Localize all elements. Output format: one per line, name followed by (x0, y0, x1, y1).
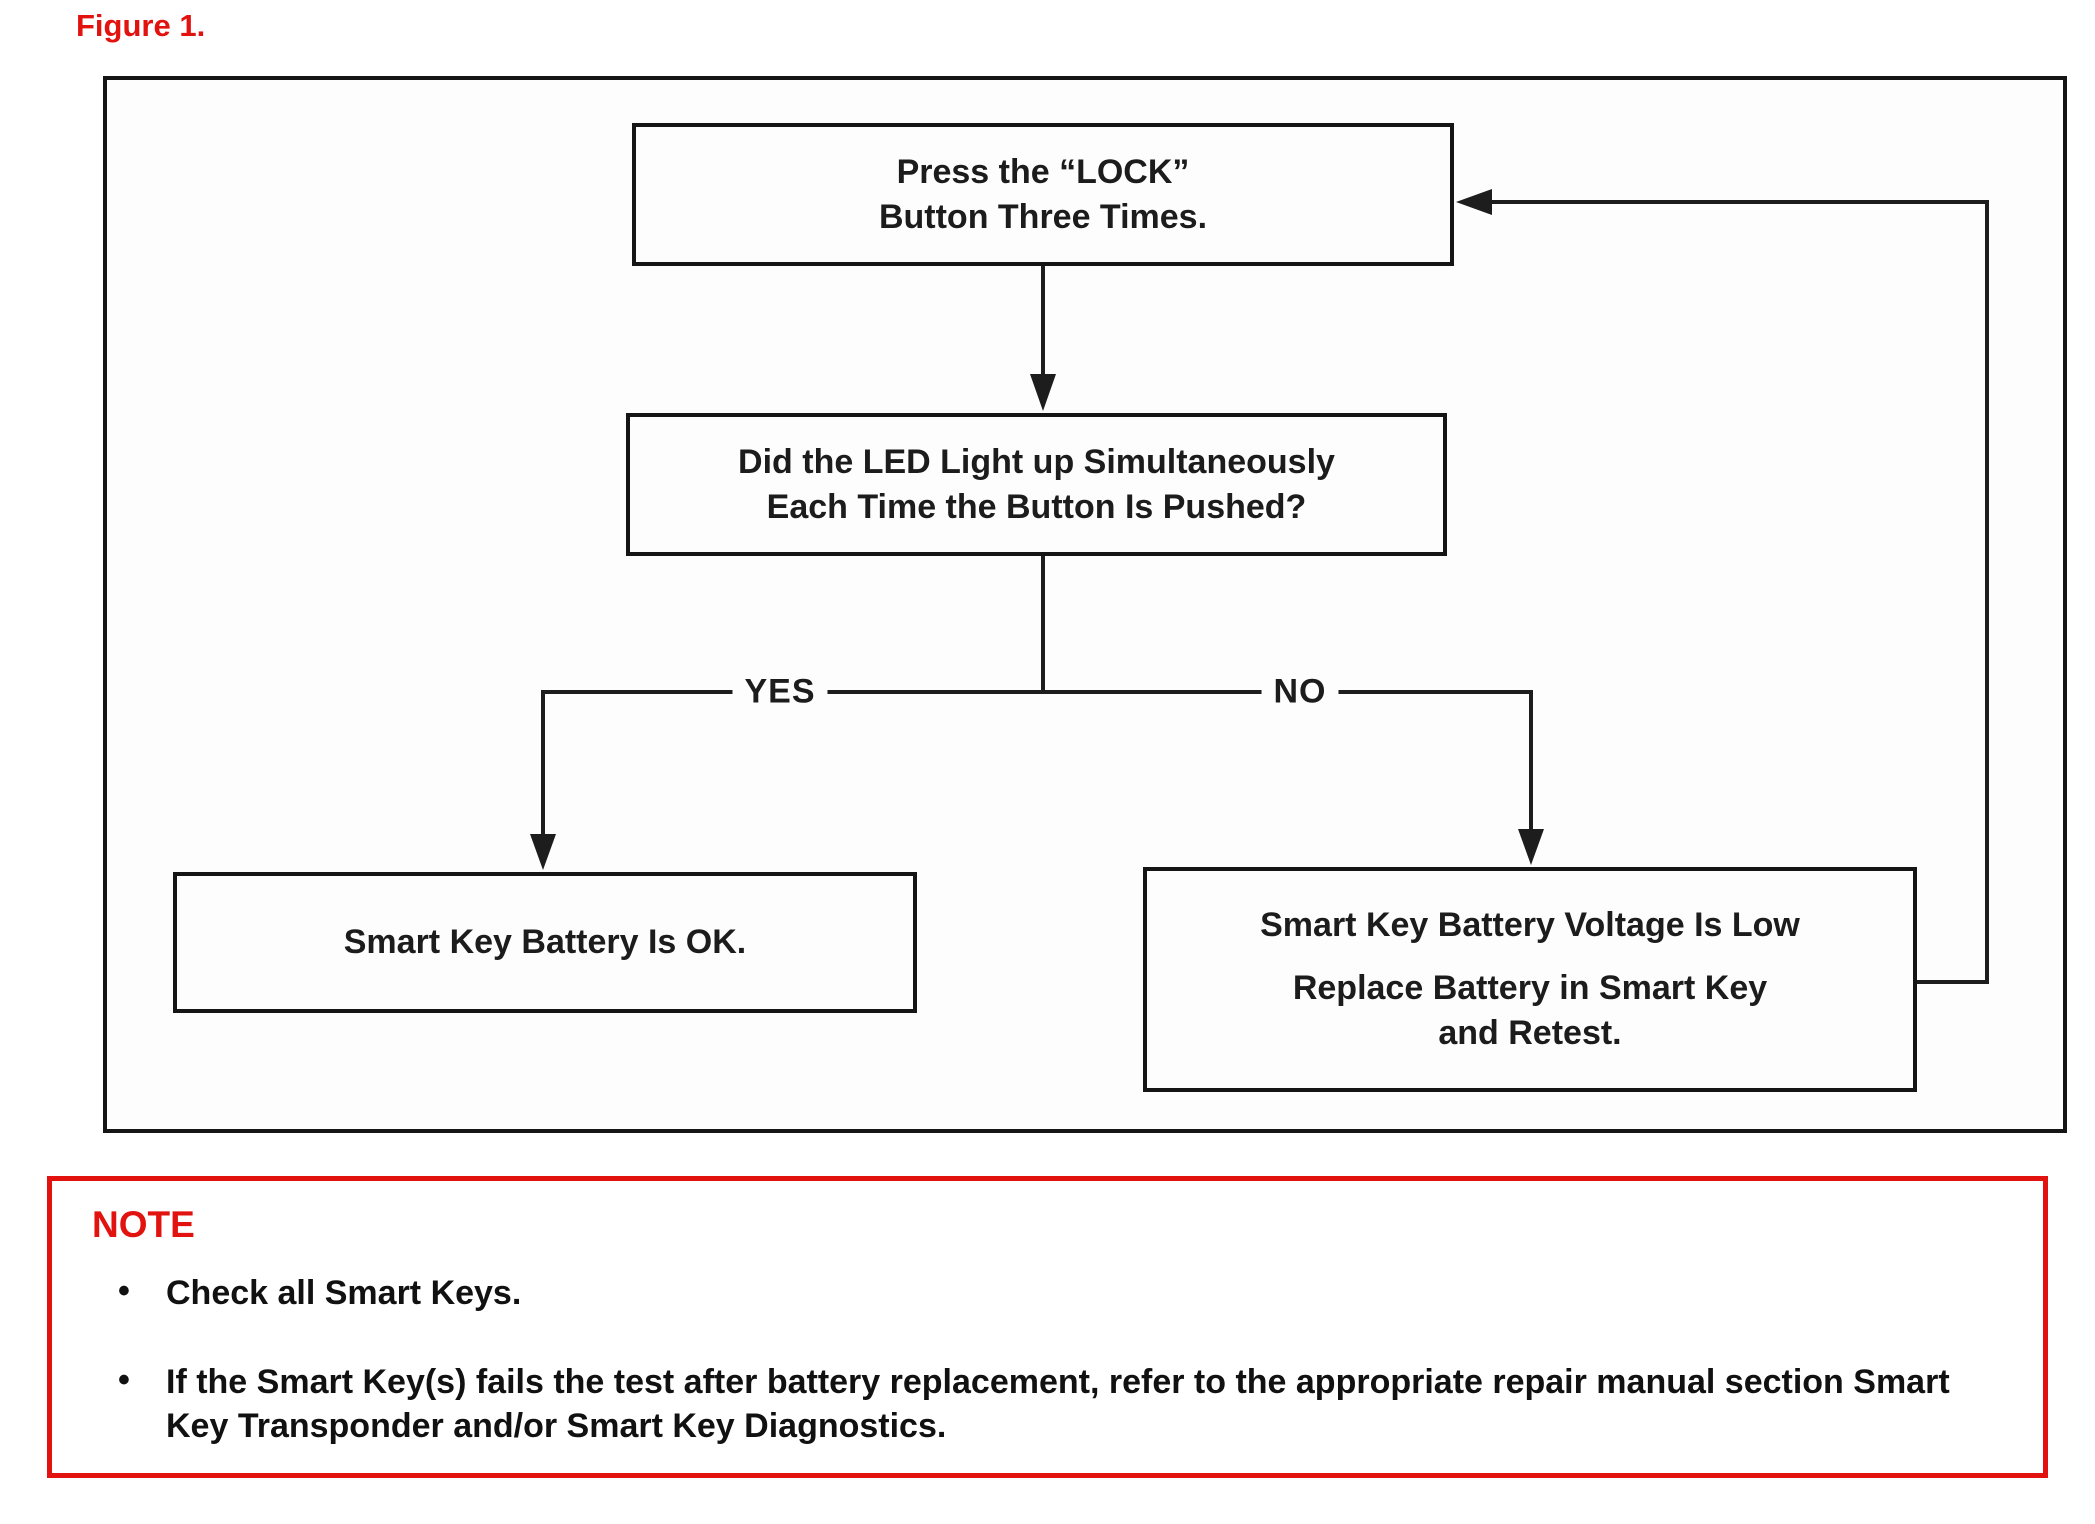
flow-node-battery-low: Smart Key Battery Voltage Is Low Replace… (1143, 867, 1917, 1092)
flow-node-led-question: Did the LED Light up Simultaneously Each… (626, 413, 1447, 556)
flow-node-text: Smart Key Battery Is OK. (343, 923, 747, 962)
arrowhead-down-icon (1518, 829, 1544, 865)
branch-label-no: NO (1261, 672, 1339, 712)
flow-node-text: Each Time the Button Is Pushed? (766, 487, 1307, 526)
flow-node-text: and Retest. (1438, 1013, 1622, 1052)
arrowhead-down-icon (530, 834, 556, 870)
note-heading: NOTE (92, 1204, 195, 1245)
branch-label-yes: YES (732, 672, 828, 712)
note-bullet-list: Check all Smart Keys. If the Smart Key(s… (92, 1270, 2003, 1449)
connector-retest-feedback-loop (1456, 189, 1989, 984)
note-bullet-item: Check all Smart Keys. (92, 1270, 2003, 1316)
note-callout: NOTE Check all Smart Keys. If the Smart … (47, 1176, 2048, 1478)
figure-caption: Figure 1. (76, 8, 206, 43)
note-bullet-item: If the Smart Key(s) fails the test after… (92, 1359, 2003, 1448)
flowchart-connectors (530, 189, 1989, 984)
flow-node-battery-ok: Smart Key Battery Is OK. (173, 872, 917, 1013)
flow-node-text: Button Three Times. (878, 197, 1208, 236)
arrowhead-down-icon (1030, 374, 1056, 411)
arrowhead-left-icon (1456, 189, 1492, 215)
connector-press-to-led (1030, 264, 1056, 411)
connector-yes-branch (530, 690, 556, 870)
flowchart-frame: Press the “LOCK” Button Three Times. Did… (103, 76, 2067, 1133)
flow-node-text: Replace Battery in Smart Key (1292, 969, 1768, 1008)
flow-node-text: Press the “LOCK” (896, 152, 1190, 191)
connector-led-to-branch (543, 554, 1531, 694)
flow-node-press-lock: Press the “LOCK” Button Three Times. (632, 123, 1454, 266)
flow-node-text: Did the LED Light up Simultaneously (738, 442, 1335, 481)
connector-no-branch (1518, 690, 1544, 865)
flow-node-text: Smart Key Battery Voltage Is Low (1260, 906, 1800, 945)
